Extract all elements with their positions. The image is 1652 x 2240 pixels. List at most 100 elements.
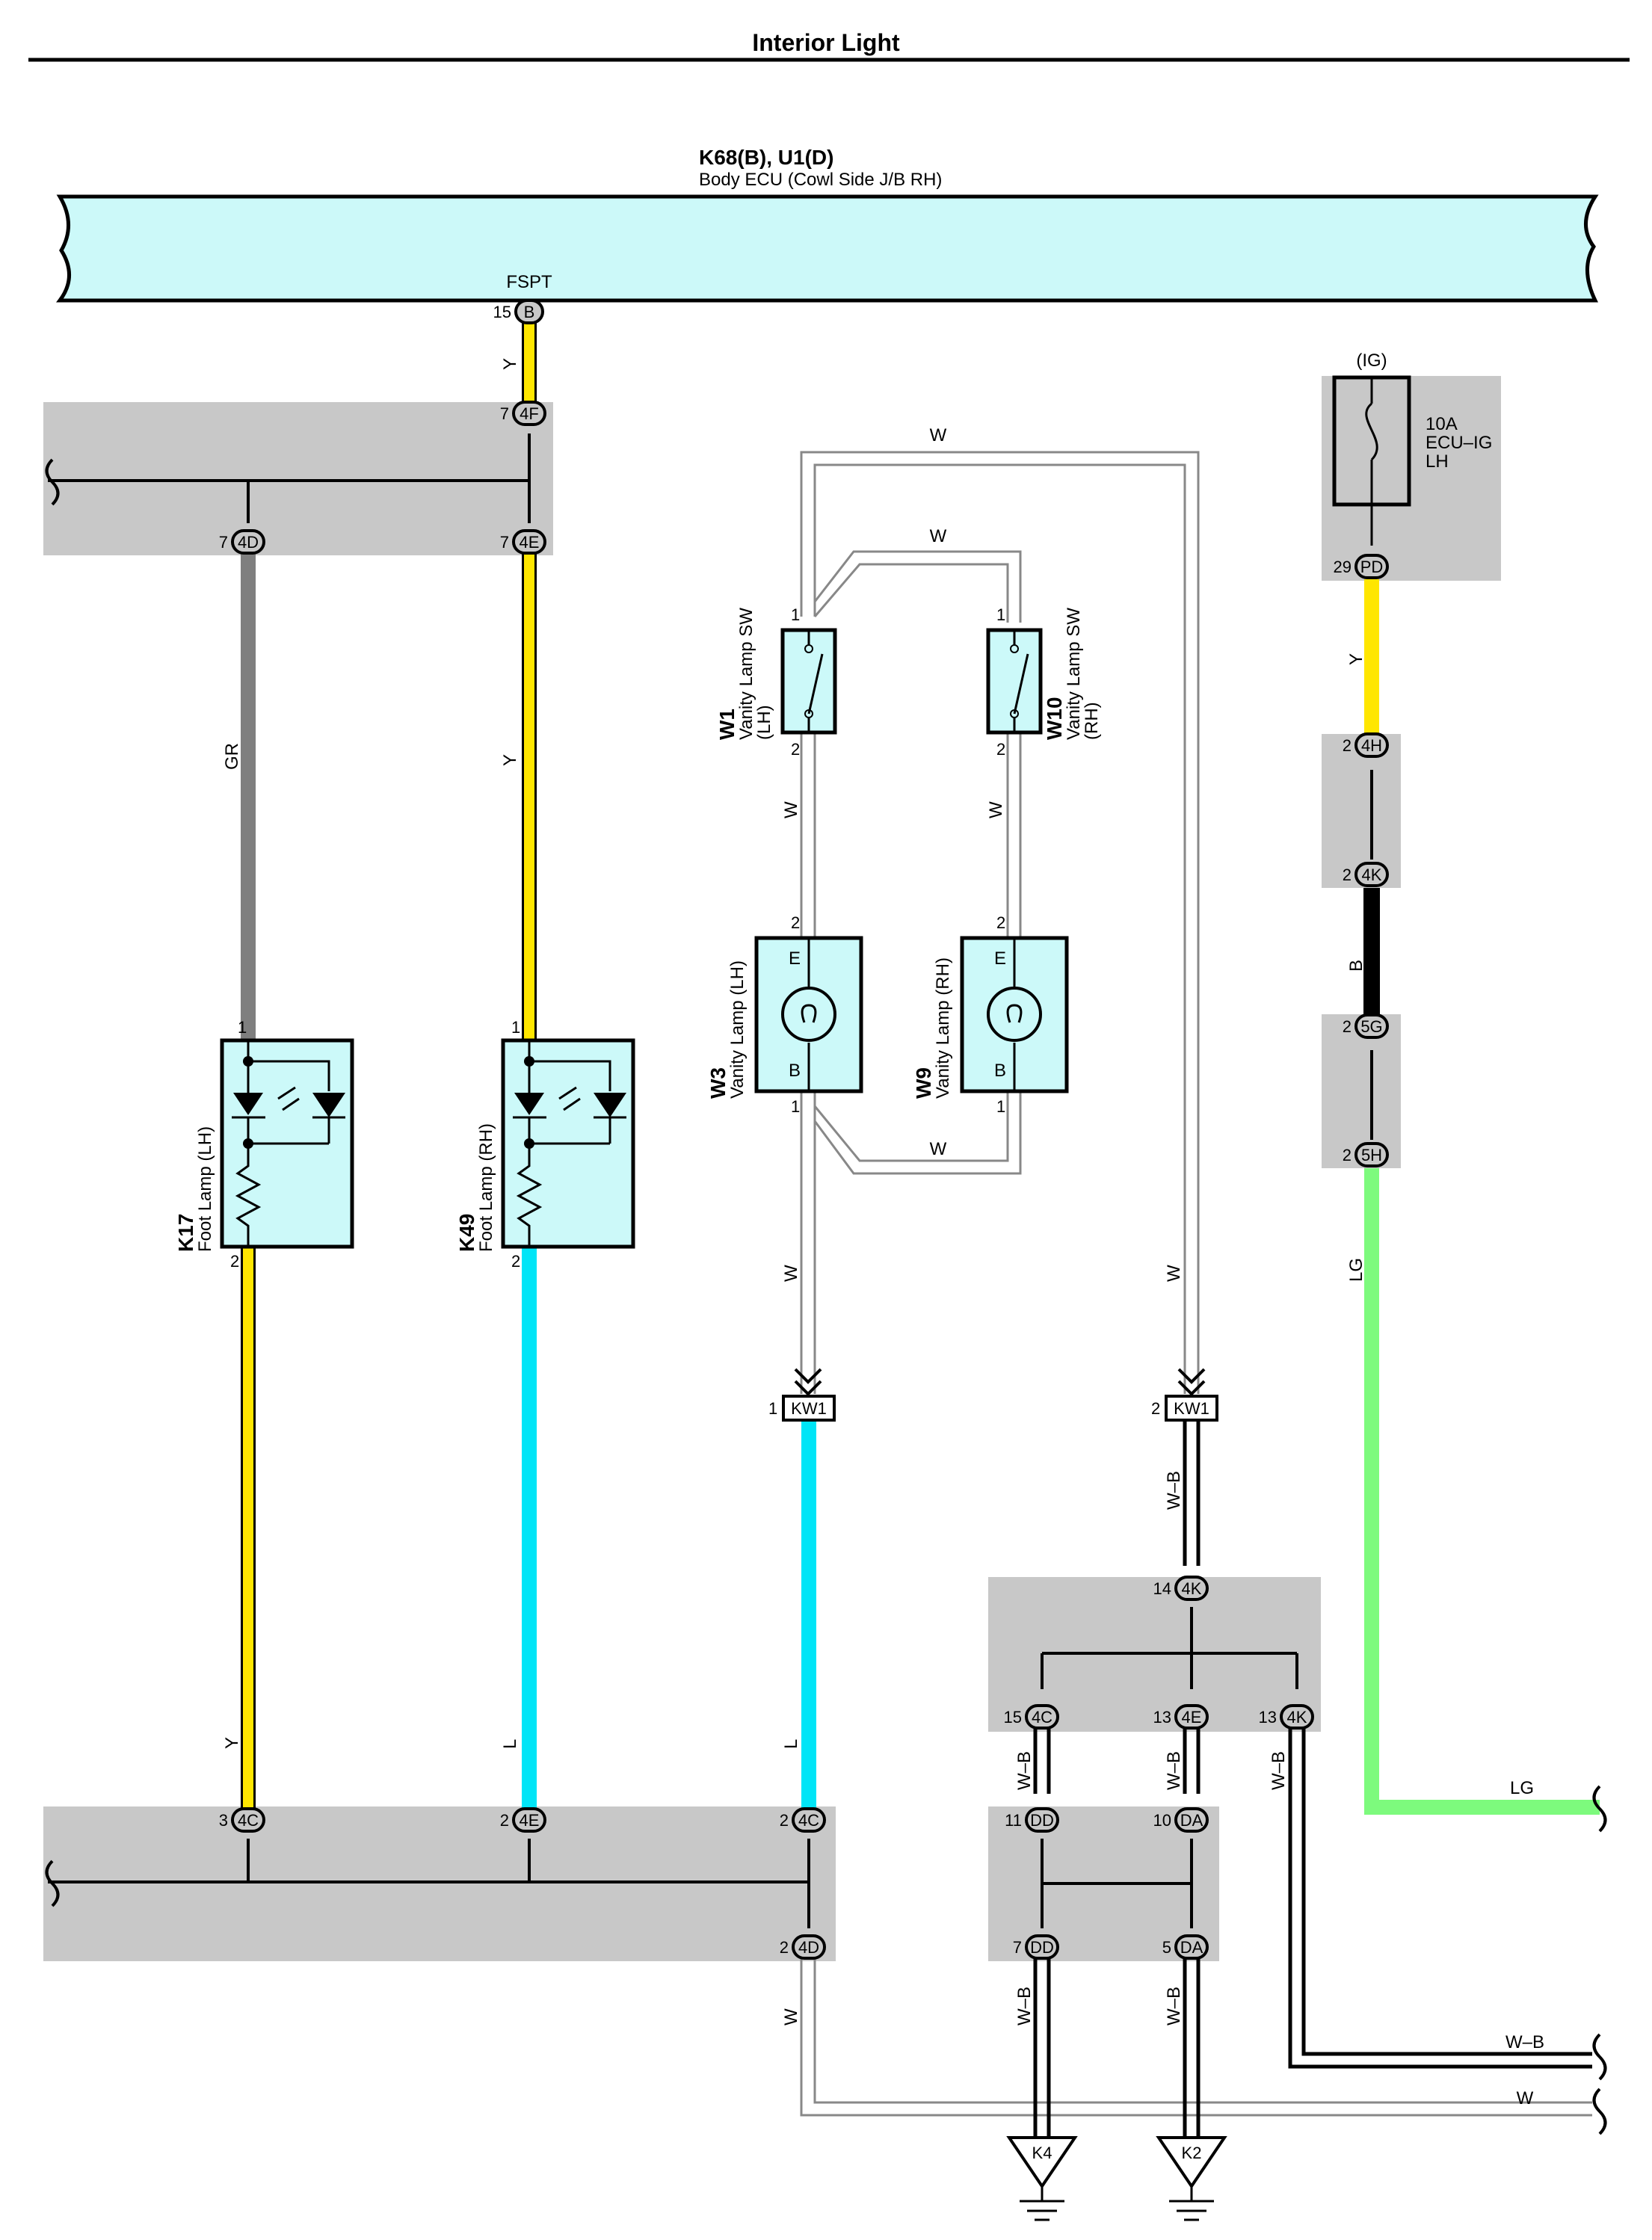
connector-c4F: 4F 7 (500, 401, 546, 426)
ground-k4-label: K4 (1032, 2144, 1052, 2162)
w9-term-e: E (994, 948, 1006, 969)
connector-label: 4H (1361, 736, 1382, 755)
connector-c4C_2: 4C2 (780, 1807, 826, 1833)
vanity-lamp-lh: 2 1 E B W3 Vanity Lamp (LH) (706, 913, 863, 1116)
connector-label: 4F (520, 404, 539, 423)
body-ecu: K68(B), U1(D) Body ECU (Cowl Side J/B RH… (56, 146, 1599, 303)
connector-label: 4K (1287, 1708, 1307, 1727)
fuse-name1: ECU–IG (1426, 433, 1492, 453)
ecu-codes: K68(B), U1(D) (699, 146, 833, 169)
wire-label-wb3: W–B (1164, 1751, 1184, 1790)
connector-pin: 2 (500, 1811, 509, 1830)
w1-side: (LH) (754, 705, 774, 740)
connector-pin: 2 (1343, 736, 1352, 755)
kw1-a-pin: 1 (768, 1399, 777, 1418)
connector-c4C_1: 4C 3 (219, 1807, 265, 1833)
fuse-ecu-ig: (IG) 10A ECU–IG LH (1332, 351, 1492, 546)
jb-bottom-left (43, 1806, 836, 1961)
connector-label: DD (1030, 1811, 1054, 1830)
k17-pin2: 2 (230, 1252, 239, 1271)
connector-label: 4C (1032, 1708, 1052, 1727)
page-title: Interior Light (752, 29, 900, 56)
connector-pin: 3 (219, 1811, 228, 1830)
w9-pin-top: 2 (996, 913, 1005, 932)
break-marks (45, 458, 1607, 2135)
connector-pin: 14 (1153, 1579, 1171, 1598)
vanity-sw-rh: 1 2 W10 Vanity Lamp SW (RH) (986, 605, 1102, 759)
wire-label-wb1: W–B (1164, 1471, 1184, 1510)
wire-label-wb2: W–B (1014, 1751, 1035, 1790)
connector-pin: 13 (1259, 1708, 1277, 1727)
w9-name: Vanity Lamp (RH) (933, 957, 953, 1099)
w10-name: Vanity Lamp SW (1064, 608, 1084, 740)
wire-label-y4: Y (1346, 653, 1366, 665)
wire-label-w4: W (986, 801, 1006, 818)
k49-name: Foot Lamp (RH) (476, 1123, 496, 1252)
foot-lamp-rh: 1 2 K49 Foot Lamp (RH) (455, 1018, 635, 1271)
connector-label: 4C (238, 1811, 259, 1830)
w3-name: Vanity Lamp (LH) (727, 960, 748, 1099)
w1-name: Vanity Lamp SW (736, 608, 756, 740)
connector-pin: 10 (1153, 1811, 1171, 1830)
wires (48, 323, 1600, 2138)
w9-term-b: B (994, 1061, 1006, 1081)
connector-label: 4E (520, 533, 540, 552)
connector-label: DD (1030, 1938, 1054, 1957)
w1-code: W1 (715, 709, 739, 740)
fuse-rating: 10A (1426, 414, 1458, 434)
w10-pin1: 1 (996, 605, 1005, 624)
kw1-a-label: KW1 (791, 1399, 827, 1418)
w3-code: W3 (706, 1067, 730, 1099)
ecu-name: Body ECU (Cowl Side J/B RH) (699, 170, 942, 190)
connector-label: 4D (238, 533, 259, 552)
w1-pin2: 2 (791, 740, 800, 759)
connector-c4E_top: 4E 7 (500, 529, 546, 555)
fuse-group: (IG) (1356, 351, 1387, 371)
connector-label: 4E (1182, 1708, 1202, 1727)
connector-label: 5G (1360, 1017, 1382, 1036)
connector-cDA_bot: DA5 (1162, 1934, 1209, 1960)
connector-cDD_bot: DD 7 (1013, 1934, 1059, 1960)
connector-label: B (524, 303, 535, 321)
w10-code: W10 (1043, 697, 1066, 740)
foot-lamp-lh: 1 2 K17 Foot Lamp (LH) (174, 1018, 354, 1271)
connector-pin: 7 (1013, 1938, 1022, 1957)
wire-label-w2: W (930, 526, 947, 546)
connector-c4K_mid2: 4K 13 (1259, 1704, 1314, 1730)
w3-pin-top: 2 (791, 913, 800, 932)
connector-label: DA (1180, 1938, 1203, 1957)
connector-pin: 15 (493, 303, 511, 321)
k49-pin2: 2 (511, 1252, 520, 1271)
connector-pin: 2 (1343, 866, 1352, 884)
wire-label-w9: W (1517, 2088, 1534, 2108)
connector-pin: 2 (1343, 1017, 1352, 1036)
connector-pin: 2 (780, 1938, 789, 1957)
connector-label: 5H (1361, 1146, 1382, 1164)
w9-code: W9 (912, 1067, 935, 1099)
connector-pin: 7 (500, 533, 509, 552)
w3-term-b: B (789, 1061, 801, 1081)
wire-label-w8: W (781, 2008, 801, 2025)
connector-pin: 7 (500, 404, 509, 423)
w3-pin-bot: 1 (791, 1097, 800, 1116)
wire-label-y3: Y (222, 1737, 242, 1749)
connector-c4D_top: 4D 7 (219, 529, 265, 555)
connector-pin: 7 (219, 533, 228, 552)
connector-c4E_bot: 4E2 (500, 1807, 546, 1833)
wire-label-l2: L (781, 1739, 801, 1749)
wire-label-w3: W (781, 801, 801, 818)
vanity-lamp-rh: 2 1 E B W9 Vanity Lamp (RH) (912, 913, 1069, 1116)
w10-side: (RH) (1082, 702, 1102, 740)
wire-label-wb7: W–B (1505, 2032, 1544, 2052)
wire-label-wb5: W–B (1014, 1987, 1035, 2025)
wire-label-w6: W (781, 1265, 801, 1282)
wire-labels: Y GR Y Y L L W W W W W W W W W Y B LG LG… (222, 358, 1544, 2108)
